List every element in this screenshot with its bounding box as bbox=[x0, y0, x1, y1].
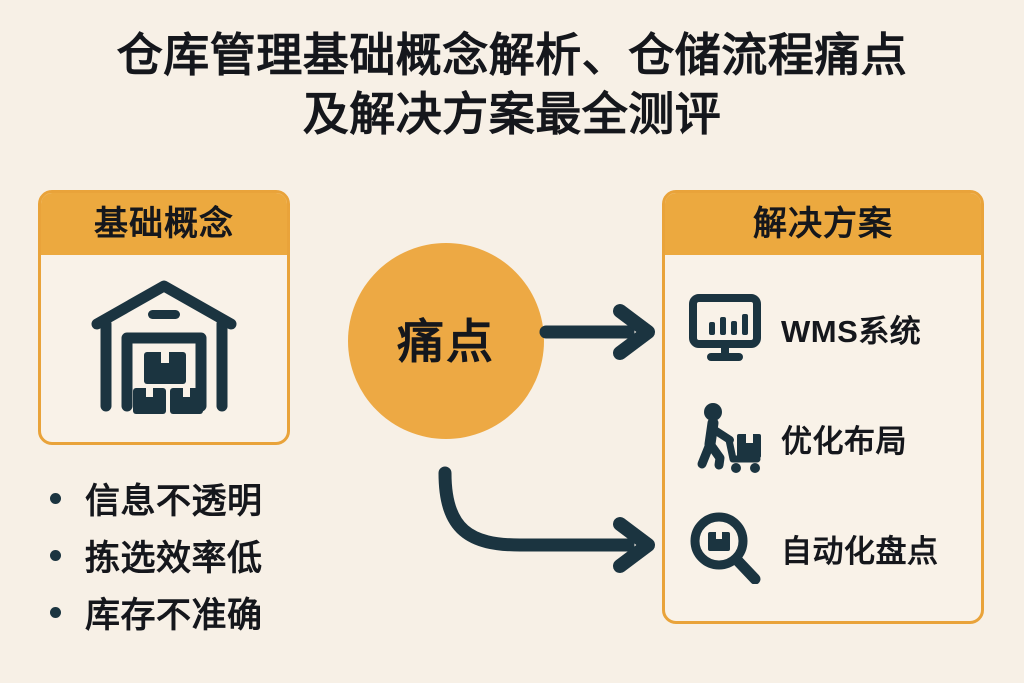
pain-point-list: 信息不透明 拣选效率低 库存不准确 bbox=[44, 470, 344, 641]
solutions-card-header: 解决方案 bbox=[665, 193, 981, 255]
solution-item-layout: 优化布局 bbox=[665, 383, 981, 493]
page-title-line-1: 仓库管理基础概念解析、仓储流程痛点 bbox=[116, 29, 908, 81]
warehouse-icon bbox=[89, 278, 239, 419]
basics-card: 基础概念 bbox=[38, 190, 290, 445]
solution-item-wms: WMS系统 bbox=[665, 273, 981, 383]
page-title-line-2: 及解决方案最全测评 bbox=[302, 87, 722, 140]
list-item: 信息不透明 bbox=[44, 470, 344, 527]
list-item-label: 库存不准确 bbox=[85, 596, 263, 635]
solution-item-stocktake: 自动化盘点 bbox=[665, 493, 981, 603]
pain-point-circle: 痛点 bbox=[348, 243, 544, 439]
monitor-chart-icon bbox=[687, 290, 763, 366]
bullet-dot-icon bbox=[50, 493, 61, 504]
page-title: 仓库管理基础概念解析、仓储流程痛点 及解决方案最全测评 bbox=[0, 26, 1024, 144]
list-item: 库存不准确 bbox=[44, 584, 344, 641]
list-item-label: 拣选效率低 bbox=[85, 539, 263, 578]
list-item-label: 信息不透明 bbox=[85, 482, 263, 521]
solutions-card-header-label: 解决方案 bbox=[753, 205, 893, 243]
magnifier-box-icon bbox=[687, 510, 763, 586]
basics-card-header-label: 基础概念 bbox=[94, 205, 234, 243]
bullet-dot-icon bbox=[50, 550, 61, 561]
worker-handtruck-icon bbox=[687, 400, 763, 476]
list-item: 拣选效率低 bbox=[44, 527, 344, 584]
arrow-curved-icon bbox=[438, 466, 655, 573]
arrow-straight-icon bbox=[539, 304, 655, 360]
solution-item-layout-label: 优化布局 bbox=[781, 423, 907, 459]
solution-item-stocktake-label: 自动化盘点 bbox=[781, 533, 939, 569]
solutions-card: 解决方案 WMS系统 bbox=[662, 190, 984, 624]
solution-item-wms-label: WMS系统 bbox=[781, 313, 922, 349]
basics-card-body bbox=[41, 255, 287, 442]
solutions-card-body: WMS系统 bbox=[665, 255, 981, 621]
basics-card-header: 基础概念 bbox=[41, 193, 287, 255]
pain-point-circle-label: 痛点 bbox=[397, 314, 495, 368]
bullet-dot-icon bbox=[50, 607, 61, 618]
